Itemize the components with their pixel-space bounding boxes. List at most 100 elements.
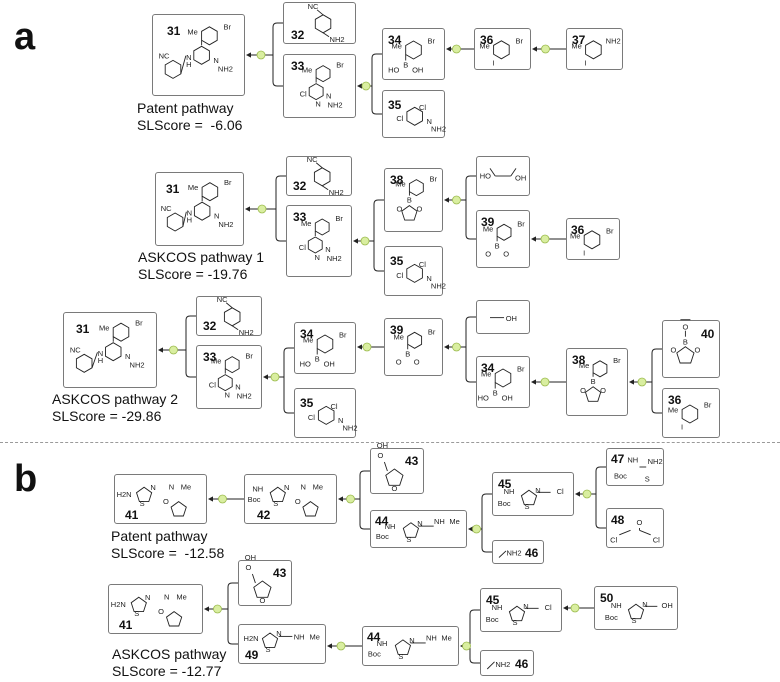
reaction-node	[472, 524, 481, 534]
bromo-label: Br	[430, 175, 438, 184]
nitrogen-label: N	[338, 416, 343, 425]
methyl-label: Me	[441, 634, 451, 643]
bromo-label: Br	[245, 352, 253, 361]
route-name-b1: Patent pathway	[111, 528, 208, 544]
amine-label: NH2	[495, 660, 510, 669]
arrowhead	[444, 197, 449, 203]
amine-label: NH2	[218, 220, 233, 229]
thf-ring	[170, 501, 187, 517]
boron-label: B	[405, 349, 410, 358]
reaction-node	[257, 204, 267, 214]
benzene-ring	[314, 14, 332, 34]
hydroxy-label: HO	[480, 171, 491, 180]
reaction-node	[361, 81, 371, 91]
compound-44-id: 44	[367, 630, 381, 644]
branch-bracket	[371, 53, 377, 115]
bromo-label: Br	[339, 331, 347, 340]
reaction-step	[357, 53, 382, 115]
score-prefix: SLScore =	[112, 663, 182, 679]
arrowhead	[531, 236, 536, 242]
compound-32-id: 32	[293, 179, 307, 193]
route-name-b2: ASKCOS pathway	[112, 646, 227, 662]
benzene-ring	[681, 404, 699, 424]
methyl-label: Me	[481, 370, 491, 379]
oxygen-label: O	[391, 484, 397, 493]
compound-47-id: 47	[611, 452, 625, 466]
score-prefix: SLScore =	[111, 545, 181, 561]
boron-label: B	[683, 338, 688, 347]
amine-label: NH2	[431, 281, 446, 290]
reaction-node	[270, 372, 280, 382]
branch-bracket	[465, 175, 471, 240]
reaction-node	[541, 44, 550, 54]
reaction-step	[629, 348, 662, 414]
boron-label: B	[315, 355, 320, 364]
amine-bond	[322, 32, 330, 38]
amine-label: NH2	[218, 64, 233, 73]
compound-40-id: 40	[701, 327, 715, 341]
hydrogen-label: H	[98, 356, 103, 365]
pyrimidine-ring	[308, 83, 324, 101]
hydroxy-label: OH	[412, 66, 423, 75]
nitrile-label: NC	[159, 51, 170, 60]
compound-46-id: 46	[515, 657, 529, 671]
chloro-label: Cl	[396, 271, 403, 280]
methyl-label: Me	[395, 180, 405, 189]
score-value: -6.06	[210, 117, 243, 133]
iodo-label: I	[585, 58, 587, 67]
nitrogen-label: N	[164, 592, 169, 601]
branch-bracket	[283, 347, 289, 414]
nitrogen-label: N	[426, 274, 431, 283]
amine-label: NH2	[328, 101, 343, 110]
methyl-bond	[510, 168, 517, 177]
oxygen-label: O	[414, 357, 420, 366]
boron-label: B	[591, 377, 596, 386]
compound-46-box: NH2 46	[480, 650, 534, 676]
reaction-node	[169, 345, 178, 355]
thiazole-ring	[402, 522, 420, 538]
bromo-label: Br	[428, 327, 436, 336]
reaction-node	[218, 494, 227, 504]
amine-label: NH	[294, 632, 305, 641]
thiazole-ring	[269, 486, 286, 503]
thf-ring	[253, 580, 272, 598]
iodo-label: I	[583, 248, 585, 257]
benzene-ring	[314, 218, 330, 236]
compound-46-id: 46	[525, 546, 539, 560]
nitrogen-label: N	[315, 100, 320, 109]
thiazole-ring	[135, 486, 153, 503]
arrowhead	[357, 344, 362, 350]
sulfur-label: S	[406, 535, 411, 544]
benzene-ring	[493, 40, 510, 60]
reaction-node	[362, 342, 372, 352]
reaction-node	[452, 342, 461, 352]
sulfur-label: S	[140, 499, 145, 508]
sulfur-label: S	[645, 474, 650, 483]
amine-label: NH	[377, 639, 388, 648]
amine-bond	[231, 325, 239, 331]
arrowhead	[246, 52, 251, 58]
compound-50-id: 50	[600, 591, 614, 605]
reaction-step	[208, 494, 244, 504]
boron-label: B	[407, 196, 412, 205]
methyl-label: Me	[394, 332, 404, 341]
methyl-bond	[486, 661, 495, 670]
structure-drawing: NH2	[498, 549, 522, 558]
